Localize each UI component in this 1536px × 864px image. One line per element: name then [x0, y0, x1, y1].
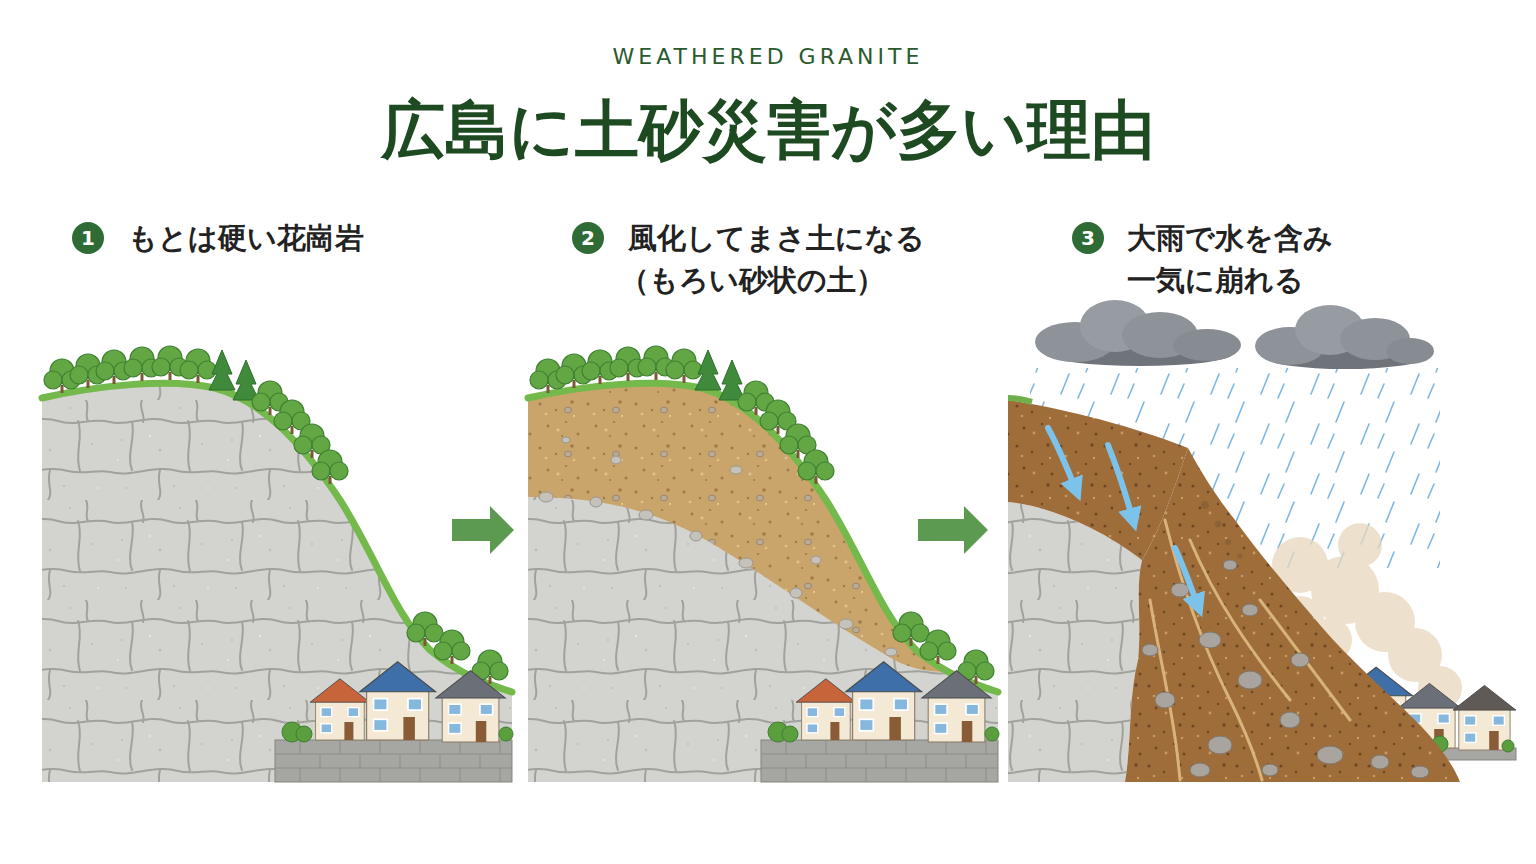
- boulders: [1171, 583, 1189, 597]
- mud-streaks: [1260, 600, 1350, 720]
- panel-masado: [528, 346, 999, 782]
- step-heading: 大雨で水を含み 一気に崩れる: [1127, 217, 1367, 301]
- boundary-stones: [590, 497, 602, 507]
- step-panel: 大雨で水を含み 一気に崩れる 3: [988, 212, 1470, 784]
- boundary-stones: [811, 556, 821, 564]
- callout-number: 1: [72, 222, 104, 254]
- boundary-stones: [739, 558, 753, 568]
- boundary-stones: [539, 492, 553, 502]
- water-arrows: [1048, 428, 1076, 490]
- flying-pebbles: [1201, 501, 1243, 559]
- panel-collapse: [1008, 300, 1516, 782]
- panel-granite: [42, 346, 513, 782]
- boulders: [1155, 692, 1175, 708]
- grass: [1008, 398, 1032, 402]
- rain-cloud: [1035, 300, 1434, 369]
- step-heading: もとは硬い花崗岩: [128, 217, 452, 259]
- step-panel: もとは硬い花崗岩 1: [40, 212, 452, 784]
- boundary-stones: [690, 531, 702, 541]
- boulders: [1317, 746, 1343, 764]
- boundary-stones: [639, 510, 653, 520]
- flow-arrow: [452, 506, 514, 554]
- flying-pebbles: [1215, 521, 1222, 528]
- boulders: [1280, 712, 1300, 728]
- houses: [1502, 740, 1514, 752]
- boulders: [1142, 560, 1429, 778]
- step-number-circle: 3: [1072, 222, 1104, 254]
- boundary-stones: [562, 437, 570, 443]
- boulders: [1190, 763, 1210, 777]
- boulders: [1291, 653, 1309, 667]
- header: WEATHERED GRANITE 広島に土砂災害が多い理由: [0, 0, 1536, 168]
- boulders: [1199, 632, 1221, 648]
- boundary-stones: [730, 466, 742, 474]
- boulders: [1262, 764, 1278, 776]
- flying-pebbles: [1201, 501, 1209, 509]
- rain-cloud: [1386, 338, 1434, 364]
- flow-arrow: [918, 506, 988, 554]
- mud-streaks: [1165, 520, 1262, 780]
- panel-granite: [42, 383, 512, 782]
- flying-pebbles: [1225, 539, 1231, 545]
- flying-pebbles: [1238, 554, 1243, 559]
- boulders: [1411, 766, 1429, 778]
- water-arrows: [1108, 445, 1133, 520]
- rain-cloud: [1173, 329, 1241, 361]
- boundary-stones: [790, 588, 802, 598]
- callout-number: 2: [572, 222, 604, 254]
- boundary-stones: [611, 456, 621, 464]
- water-arrows: [1175, 548, 1198, 606]
- boulders: [1371, 755, 1389, 769]
- panel-masado: [528, 346, 999, 782]
- step-number-circle-shape: [1072, 222, 1104, 254]
- title: 広島に土砂災害が多い理由: [0, 92, 1536, 168]
- step-number-circle: 1: [72, 222, 104, 254]
- step-heading: （もろい砂状の土）: [620, 259, 918, 301]
- boulders: [1208, 736, 1232, 754]
- boulders: [1142, 644, 1158, 656]
- step-panel: 風化してまさ土になる（もろい砂状の土） 2: [514, 212, 918, 784]
- mud-streaks: [1150, 600, 1180, 780]
- step-heading: 風化してまさ土になる: [628, 217, 918, 259]
- dust-cloud: [1338, 523, 1382, 567]
- step-number-circle-shape: [72, 222, 104, 254]
- panel-masado: [528, 383, 998, 782]
- boulders: [1242, 604, 1258, 616]
- panel-granite: [42, 346, 513, 782]
- boundary-stones: [839, 619, 853, 629]
- water-arrows: [1048, 428, 1198, 606]
- debris-flow: [1125, 448, 1460, 782]
- top-label: WEATHERED GRANITE: [0, 44, 1536, 70]
- mud-streaks: [1150, 520, 1350, 780]
- boulders: [1238, 671, 1262, 689]
- callout-number: 3: [1072, 222, 1104, 254]
- masado-layer: [528, 383, 948, 672]
- boundary-stones: [885, 648, 897, 656]
- boulders: [1223, 560, 1237, 570]
- step-number-circle-shape: [572, 222, 604, 254]
- step-number-circle: 2: [572, 222, 604, 254]
- houses: [1432, 736, 1514, 752]
- boundary-stones: [539, 437, 897, 656]
